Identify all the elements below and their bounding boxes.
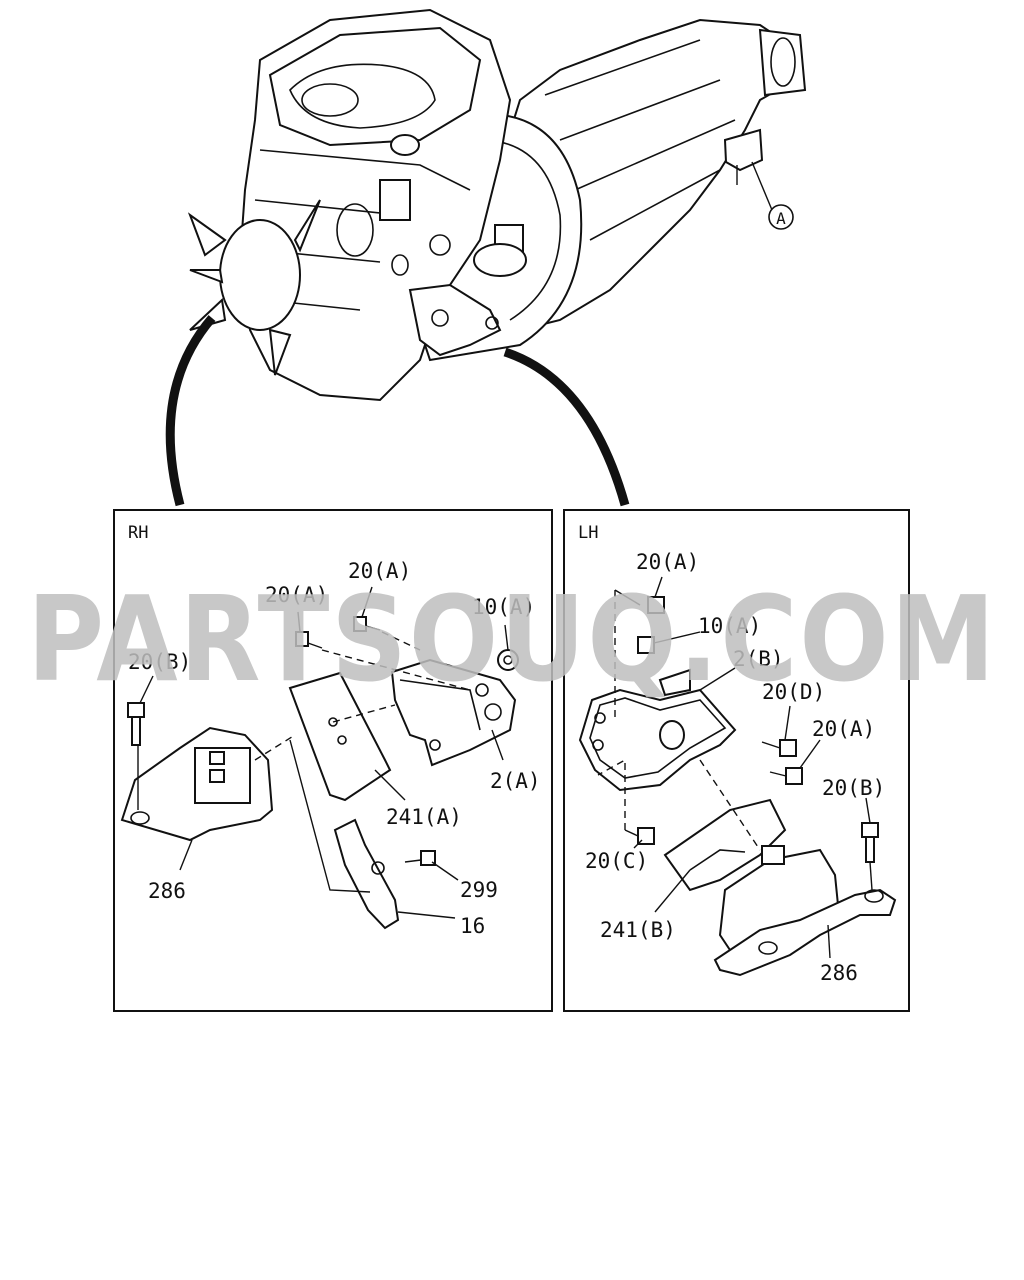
watermark: PARTSOUQ.COM — [27, 570, 997, 708]
label-lh-20b: 20(B) — [822, 776, 885, 800]
callout-a-label: A — [776, 209, 786, 228]
bolt-20b-lh — [861, 822, 879, 863]
bolt-20a-top — [614, 589, 665, 614]
label-rh-241a: 241(A) — [386, 805, 462, 829]
bolt-20d — [761, 739, 797, 757]
panel-lh: LH — [563, 509, 910, 1012]
bolt-20c — [624, 827, 655, 845]
watermark-text: PARTSOUQ.COM — [27, 570, 997, 708]
label-rh-16: 16 — [460, 914, 485, 938]
label-lh-2b: 2(B) — [733, 647, 784, 671]
label-lh-20a-mid: 20(A) — [812, 717, 875, 741]
label-rh-10a: 10(A) — [472, 595, 535, 619]
label-lh-20c: 20(C) — [585, 849, 648, 873]
bolt-20a-right — [353, 616, 381, 632]
engine-transmission-assembly — [187, 8, 807, 402]
part-16 — [333, 818, 400, 930]
bolt-299 — [404, 850, 436, 866]
label-rh-299: 299 — [460, 878, 498, 902]
label-rh-2a: 2(A) — [490, 769, 541, 793]
bolt-20a-mid — [769, 767, 803, 785]
label-rh-286: 286 — [148, 879, 186, 903]
bolt-20a-left — [295, 631, 323, 649]
panel-lh-title: LH — [578, 523, 598, 543]
label-rh-20a-left: 20(A) — [265, 583, 328, 607]
label-lh-20a-top: 20(A) — [636, 550, 699, 574]
label-rh-20a-right: 20(A) — [348, 559, 411, 583]
label-lh-241b: 241(B) — [600, 918, 676, 942]
nut-10a-lh — [637, 636, 655, 654]
panel-rh: RH — [113, 509, 553, 1012]
label-lh-10a: 10(A) — [698, 614, 761, 638]
label-rh-20b: 20(B) — [128, 650, 191, 674]
bracket-2a — [390, 658, 517, 767]
bolt-20b — [127, 702, 145, 746]
connector-arc-rh — [165, 315, 216, 507]
label-lh-20d: 20(D) — [762, 680, 825, 704]
panel-rh-title: RH — [128, 523, 148, 543]
connector-arc-lh — [503, 347, 630, 507]
bracket-2b — [578, 688, 737, 792]
callout-a: A — [768, 204, 794, 230]
label-lh-286: 286 — [820, 961, 858, 985]
